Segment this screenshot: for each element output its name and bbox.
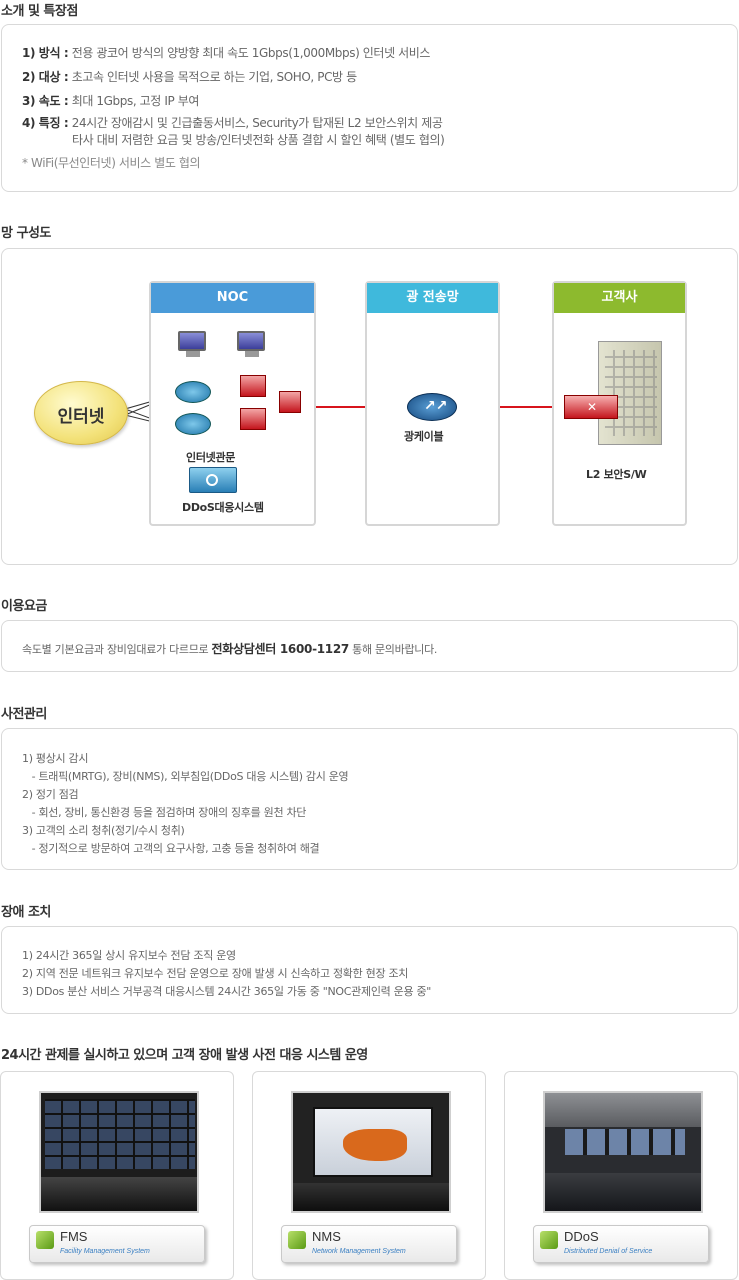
intro-note: * WiFi(무선인터넷) 서비스 별도 협의 bbox=[22, 156, 201, 170]
intro-item-3: 3) 속도 : 최대 1Gbps, 고정 IP 부여 bbox=[22, 92, 199, 109]
ddos-label: DDoS대응시스템 bbox=[182, 501, 264, 514]
fms-desc: Facility Management System bbox=[60, 1248, 150, 1255]
ddos-tag[interactable]: DDoS Distributed Denial of Service bbox=[533, 1225, 709, 1263]
nms-desc: Network Management System bbox=[312, 1248, 406, 1255]
intro-box: 1) 방식 : 전용 광코어 방식의 양방향 최대 속도 1Gbps(1,000… bbox=[1, 24, 738, 192]
failure-title: 장애 조치 bbox=[1, 905, 51, 920]
monitor-icon bbox=[178, 331, 206, 351]
nms-photo bbox=[291, 1091, 451, 1213]
nms-tag[interactable]: NMS Network Management System bbox=[281, 1225, 457, 1263]
monitor-stand-icon bbox=[186, 351, 200, 357]
nms-name: NMS bbox=[312, 1229, 341, 1244]
optical-node-icon: ↗↗ bbox=[407, 393, 457, 421]
intro-item-4-cont: 타사 대비 저렴한 요금 및 방송/인터넷전화 상품 결합 시 할인 혜택 (별… bbox=[72, 131, 445, 148]
switch-icon bbox=[279, 391, 301, 413]
monitoring-title: 24시간 관제를 실시하고 있으며 고객 장애 발생 사전 대응 시스템 운영 bbox=[1, 1048, 368, 1063]
switch-icon bbox=[240, 375, 266, 397]
pricing-text-after: 통해 문의바랍니다. bbox=[348, 643, 438, 656]
pricing-box: 속도별 기본요금과 장비임대료가 다르므로 전화상담센터 1600-1127 통… bbox=[1, 620, 738, 672]
monitor-icon bbox=[237, 331, 265, 351]
magnifier-icon bbox=[206, 474, 218, 486]
intro-item-2: 2) 대상 : 초고속 인터넷 사용을 목적으로 하는 기업, SOHO, PC… bbox=[22, 68, 357, 85]
transport-column: 광 전송망 ↗↗ 광케이블 bbox=[365, 281, 500, 526]
monitor-stand-icon bbox=[245, 351, 259, 357]
ddos-name: DDoS bbox=[564, 1229, 599, 1244]
building-icon bbox=[598, 341, 662, 445]
failure-box: 1) 24시간 365일 상시 유지보수 전담 조직 운영 2) 지역 전문 네… bbox=[1, 926, 738, 1014]
intro-item-text: 전용 광코어 방식의 양방향 최대 속도 1Gbps(1,000Mbps) 인터… bbox=[71, 46, 431, 60]
intro-item-4: 4) 특징 : 24시간 장애감시 및 긴급출동서비스, Security가 탑… bbox=[22, 114, 443, 131]
l2-switch-label: L2 보안S/W bbox=[586, 468, 647, 481]
prevention-line: - 정기적으로 방문하여 고객의 요구사항, 고충 등을 청취하여 해결 bbox=[22, 842, 320, 855]
fms-name: FMS bbox=[60, 1229, 88, 1244]
network-diagram-box: 인터넷 NOC 인터넷관문 DDoS대응시스템 광 전송망 ↗↗ 광케이블 고객… bbox=[1, 248, 738, 565]
prevention-box: 1) 평상시 감시 - 트래픽(MRTG), 장비(NMS), 외부침입(DDo… bbox=[1, 728, 738, 870]
intro-item-label: 2) 대상 : bbox=[22, 70, 69, 84]
failure-line: 1) 24시간 365일 상시 유지보수 전담 조직 운영 bbox=[22, 949, 236, 962]
pricing-text: 속도별 기본요금과 장비임대료가 다르므로 전화상담센터 1600-1127 통… bbox=[22, 640, 437, 657]
leaf-icon bbox=[540, 1231, 558, 1249]
intro-title: 소개 및 특장점 bbox=[1, 4, 78, 19]
internet-label: 인터넷 bbox=[57, 407, 105, 427]
failure-line: 2) 지역 전문 네트워크 유지보수 전담 운영으로 장애 발생 시 신속하고 … bbox=[22, 967, 409, 980]
gateway-label: 인터넷관문 bbox=[186, 451, 236, 464]
internet-cloud: 인터넷 bbox=[34, 381, 128, 445]
prevention-line: - 회선, 장비, 통신환경 등을 점검하며 장애의 징후를 원천 차단 bbox=[22, 806, 307, 819]
ddos-desc: Distributed Denial of Service bbox=[564, 1248, 653, 1255]
cable-label: 광케이블 bbox=[404, 430, 444, 443]
fms-card: FMS Facility Management System bbox=[0, 1071, 234, 1280]
l2-switch-icon: ✕ bbox=[564, 395, 618, 419]
fms-tag[interactable]: FMS Facility Management System bbox=[29, 1225, 205, 1263]
intro-item-text: 타사 대비 저렴한 요금 및 방송/인터넷전화 상품 결합 시 할인 혜택 (별… bbox=[72, 133, 445, 147]
leaf-icon bbox=[36, 1231, 54, 1249]
prevention-line: 1) 평상시 감시 bbox=[22, 752, 89, 765]
leaf-icon bbox=[288, 1231, 306, 1249]
pricing-phone[interactable]: 전화상담센터 1600-1127 bbox=[211, 642, 350, 656]
noc-header: NOC bbox=[151, 283, 314, 313]
noc-column: NOC 인터넷관문 DDoS대응시스템 bbox=[149, 281, 316, 526]
customer-header: 고객사 bbox=[554, 283, 685, 313]
fms-photo bbox=[39, 1091, 199, 1213]
intro-item-text: 최대 1Gbps, 고정 IP 부여 bbox=[71, 94, 200, 108]
arrows-icon: ↗↗ bbox=[424, 398, 448, 414]
customer-column: 고객사 ✕ L2 보안S/W bbox=[552, 281, 687, 526]
ddos-card: DDoS Distributed Denial of Service bbox=[504, 1071, 738, 1280]
transport-header: 광 전송망 bbox=[367, 283, 498, 313]
intro-item-text: 초고속 인터넷 사용을 목적으로 하는 기업, SOHO, PC방 등 bbox=[71, 70, 357, 84]
failure-line: 3) DDos 분산 서비스 거부공격 대응시스템 24시간 365일 가동 중… bbox=[22, 985, 432, 998]
nms-card: NMS Network Management System bbox=[252, 1071, 486, 1280]
network-title: 망 구성도 bbox=[1, 226, 51, 241]
pricing-text-before: 속도별 기본요금과 장비임대료가 다르므로 bbox=[22, 643, 212, 656]
prevention-line: 2) 정기 점검 bbox=[22, 788, 79, 801]
switch-icon bbox=[240, 408, 266, 430]
intro-item-label: 4) 특징 : bbox=[22, 116, 69, 130]
router-icon bbox=[175, 381, 211, 403]
prevention-title: 사전관리 bbox=[1, 707, 47, 722]
intro-item-label: 1) 방식 : bbox=[22, 46, 69, 60]
pricing-title: 이용요금 bbox=[1, 599, 47, 614]
ddos-system-icon bbox=[189, 467, 237, 493]
router-icon bbox=[175, 413, 211, 435]
prevention-line: - 트래픽(MRTG), 장비(NMS), 외부침입(DDoS 대응 시스템) … bbox=[22, 770, 349, 783]
ddos-photo bbox=[543, 1091, 703, 1213]
intro-item-text: 24시간 장애감시 및 긴급출동서비스, Security가 탑재된 L2 보안… bbox=[71, 116, 443, 130]
intro-item-label: 3) 속도 : bbox=[22, 94, 69, 108]
prevention-line: 3) 고객의 소리 청취(정기/수시 청취) bbox=[22, 824, 185, 837]
intro-item-1: 1) 방식 : 전용 광코어 방식의 양방향 최대 속도 1Gbps(1,000… bbox=[22, 44, 430, 61]
